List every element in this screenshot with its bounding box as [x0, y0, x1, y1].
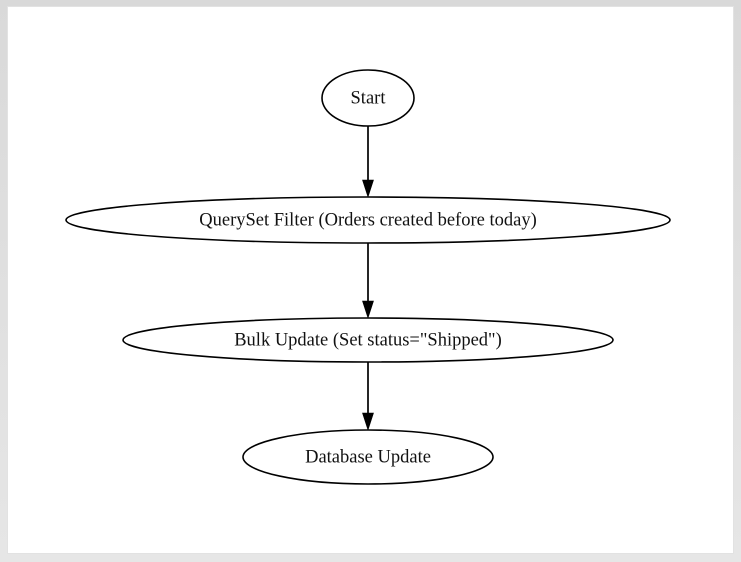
edge-bulk-update-to-database-update [362, 362, 374, 431]
diagram-canvas: Start QuerySet Filter (Orders created be… [8, 7, 733, 553]
node-start[interactable]: Start [321, 69, 415, 127]
node-bulk-update[interactable]: Bulk Update (Set status="Shipped") [122, 317, 614, 363]
node-database-update[interactable]: Database Update [242, 429, 494, 485]
arrowhead-icon [362, 412, 374, 431]
node-shape-ellipse [122, 317, 614, 363]
node-shape-ellipse [242, 429, 494, 485]
node-shape-ellipse [321, 69, 415, 127]
node-label: QuerySet Filter (Orders created before t… [199, 210, 536, 230]
edge-queryset-filter-to-bulk-update [362, 243, 374, 319]
edge-start-to-queryset-filter [362, 126, 374, 198]
flowchart-svg: Start QuerySet Filter (Orders created be… [65, 69, 671, 485]
node-label: Start [351, 88, 387, 108]
arrowhead-icon [362, 179, 374, 198]
node-queryset-filter[interactable]: QuerySet Filter (Orders created before t… [65, 196, 671, 244]
node-shape-ellipse [65, 196, 671, 244]
arrowhead-icon [362, 300, 374, 319]
node-label: Database Update [305, 447, 431, 467]
node-label: Bulk Update (Set status="Shipped") [234, 330, 502, 350]
